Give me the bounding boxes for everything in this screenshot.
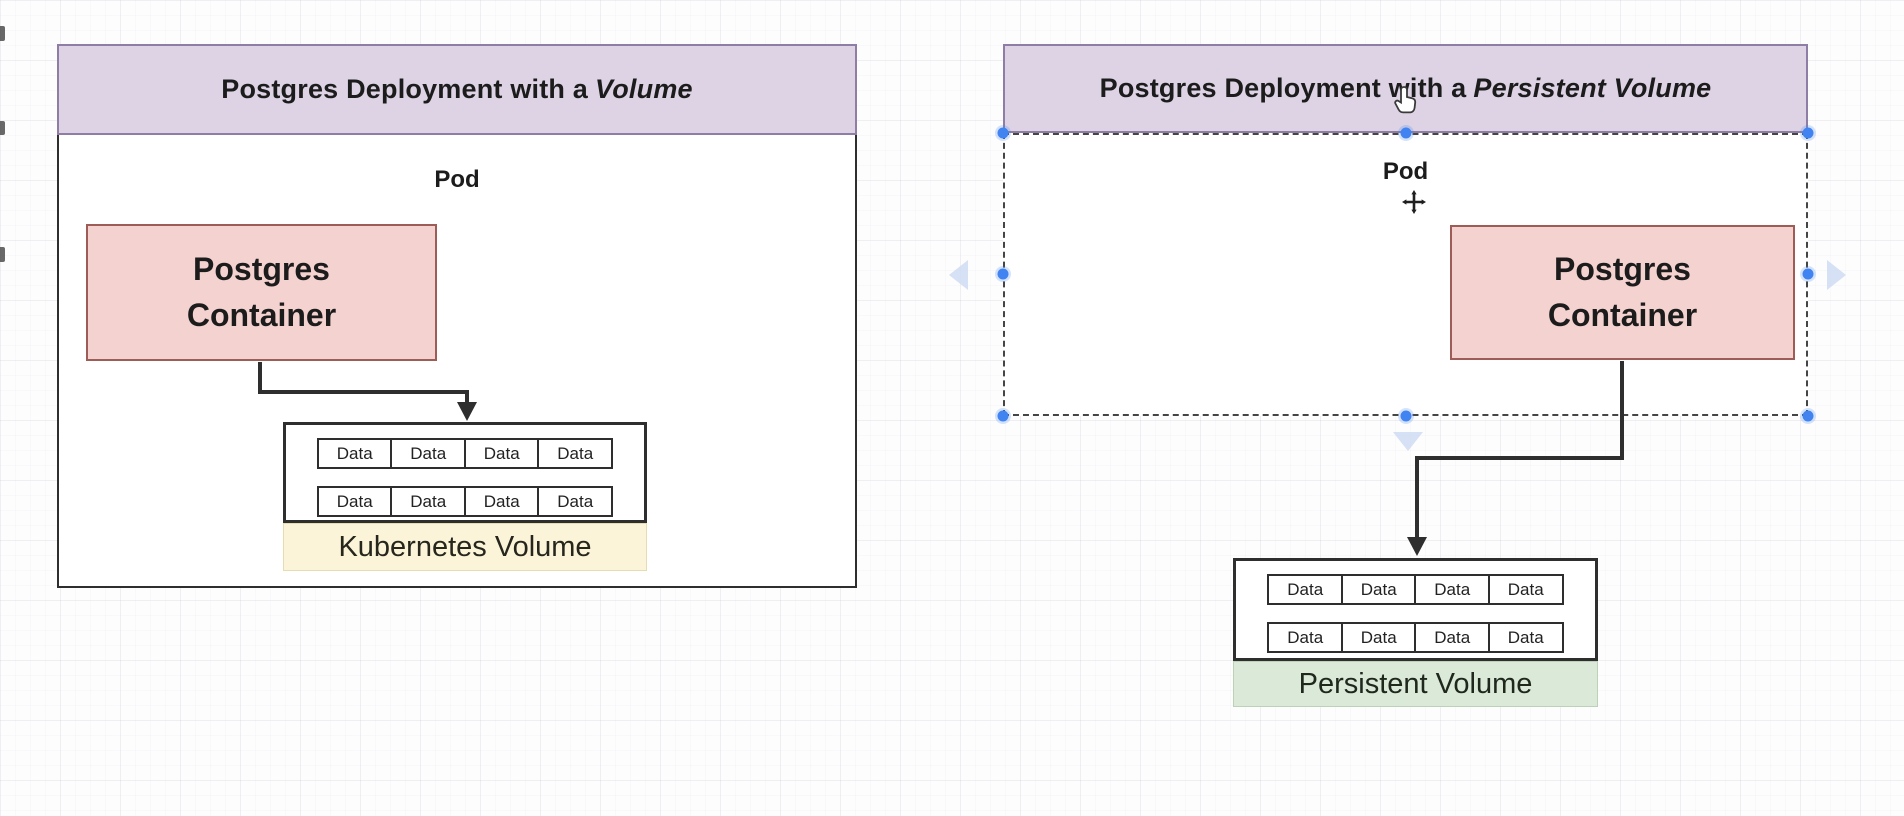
persistent-diagram-title-emphasis: Persistent Volume [1473, 73, 1712, 103]
data-cell: Data [1267, 574, 1344, 605]
data-cell: Data [537, 486, 614, 517]
data-cell: Data [316, 438, 393, 469]
persistent-postgres-container-shape[interactable]: Postgres Container [1450, 225, 1795, 360]
volume-diagram-title-bar[interactable]: Postgres Deployment with a Volume [57, 44, 857, 135]
data-cell: Data [1414, 622, 1491, 653]
data-row: Data Data Data Data [1267, 622, 1564, 653]
persistent-data-table[interactable]: Data Data Data Data Data Data Data Data [1233, 558, 1598, 661]
move-cursor-icon [1402, 190, 1426, 214]
kubernetes-volume-label[interactable]: Kubernetes Volume [283, 523, 647, 571]
data-cell: Data [1414, 574, 1491, 605]
persistent-volume-label[interactable]: Persistent Volume [1233, 661, 1598, 707]
data-cell: Data [463, 438, 540, 469]
data-cell: Data [316, 486, 393, 517]
volume-diagram-title: Postgres Deployment with a [221, 74, 589, 104]
selection-handle-top-middle[interactable] [1400, 127, 1412, 139]
volume-diagram-title-emphasis: Volume [595, 74, 693, 104]
left-edge-artifact [0, 26, 5, 41]
selection-handle-top-left[interactable] [997, 127, 1009, 139]
selection-handle-middle-right[interactable] [1802, 268, 1814, 280]
data-cell: Data [390, 486, 467, 517]
selection-handle-middle-left[interactable] [997, 268, 1009, 280]
persistent-pod-label: Pod [1382, 158, 1429, 185]
selection-handle-bottom-right[interactable] [1802, 410, 1814, 422]
postgres-container-label-line2: Container [186, 296, 337, 333]
data-cell: Data [1487, 622, 1564, 653]
data-cell: Data [1267, 622, 1344, 653]
hand-cursor-icon [1394, 86, 1417, 114]
data-cell: Data [463, 486, 540, 517]
data-row: Data Data Data Data [316, 438, 614, 469]
data-cell: Data [1340, 622, 1417, 653]
data-cell: Data [1487, 574, 1564, 605]
data-row: Data Data Data Data [1267, 574, 1564, 605]
volume-postgres-container-shape[interactable]: Postgres Container [86, 224, 437, 361]
connect-right-chevron-icon[interactable] [1827, 260, 1846, 290]
postgres-container-label-line1: Postgres [1554, 251, 1691, 288]
selection-handle-bottom-middle[interactable] [1400, 410, 1412, 422]
volume-pod-label: Pod [434, 166, 480, 193]
postgres-container-label-line2: Container [1547, 296, 1698, 333]
connect-down-chevron-icon[interactable] [1393, 432, 1423, 451]
data-cell: Data [1340, 574, 1417, 605]
volume-data-table[interactable]: Data Data Data Data Data Data Data Data [283, 422, 647, 523]
selection-handle-bottom-left[interactable] [997, 410, 1009, 422]
data-cell: Data [390, 438, 467, 469]
data-row: Data Data Data Data [316, 486, 614, 517]
arrowhead [1407, 537, 1427, 556]
left-edge-artifact [0, 121, 5, 135]
left-edge-artifact [0, 247, 5, 262]
selection-handle-top-right[interactable] [1802, 127, 1814, 139]
postgres-container-label-line1: Postgres [193, 251, 330, 288]
data-cell: Data [537, 438, 614, 469]
connect-left-chevron-icon[interactable] [949, 260, 968, 290]
